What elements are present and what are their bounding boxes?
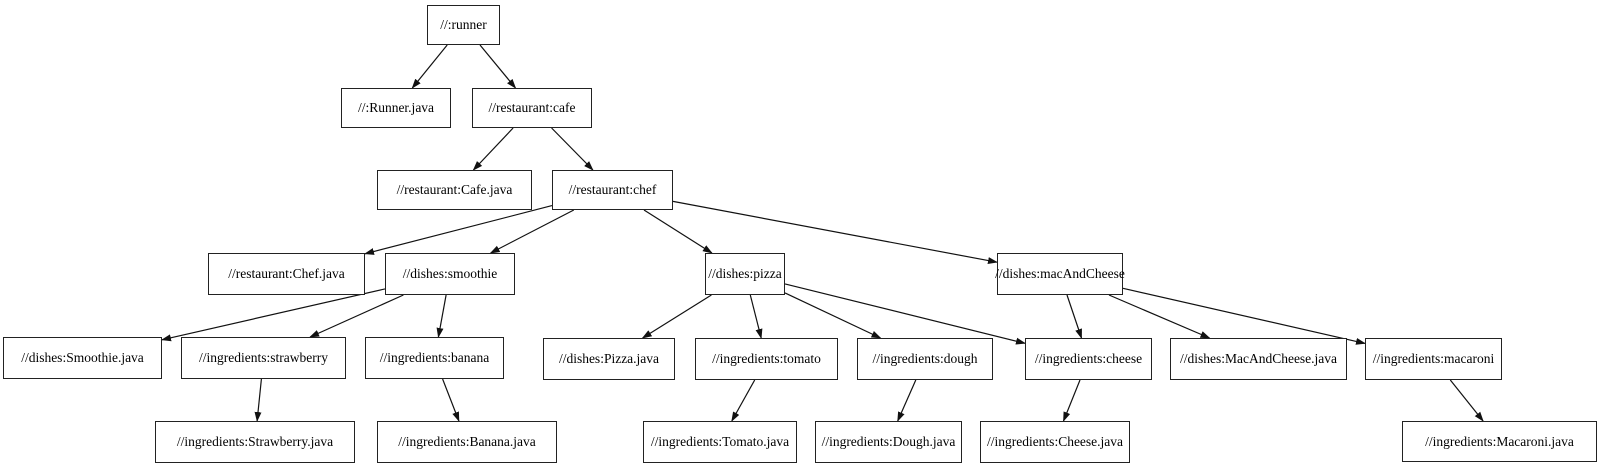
edge-dough-to-dough_java bbox=[897, 379, 917, 422]
graph-node-banana: //ingredients:banana bbox=[365, 337, 504, 379]
edge-cheese-to-cheese_java bbox=[1062, 379, 1081, 422]
graph-node-pizza: //dishes:pizza bbox=[705, 253, 785, 295]
graph-node-pizza_java: //dishes:Pizza.java bbox=[543, 338, 675, 380]
edge-chef-to-smoothie bbox=[489, 209, 575, 254]
graph-node-cheese_java: //ingredients:Cheese.java bbox=[980, 421, 1130, 463]
edge-mac-to-mac_java bbox=[1108, 294, 1211, 339]
graph-node-cafe: //restaurant:cafe bbox=[472, 88, 592, 128]
graph-node-dough: //ingredients:dough bbox=[857, 338, 993, 380]
edge-pizza-to-cheese bbox=[784, 283, 1026, 345]
graph-node-tomato_java: //ingredients:Tomato.java bbox=[643, 421, 797, 463]
edge-mac-to-macaroni bbox=[1122, 287, 1366, 345]
edge-cafe-to-chef bbox=[551, 127, 594, 171]
graph-node-chef_java: //restaurant:Chef.java bbox=[208, 253, 365, 295]
edge-chef-to-pizza bbox=[643, 209, 713, 254]
edge-smoothie-to-strawberry bbox=[309, 294, 404, 338]
edge-banana-to-banana_java bbox=[442, 378, 460, 422]
graph-node-mac_java: //dishes:MacAndCheese.java bbox=[1170, 338, 1347, 380]
edge-pizza-to-pizza_java bbox=[641, 294, 712, 339]
graph-node-smoothie: //dishes:smoothie bbox=[385, 253, 515, 295]
edge-cafe-to-cafe_java bbox=[472, 127, 514, 171]
graph-node-macaroni: //ingredients:macaroni bbox=[1365, 338, 1502, 380]
graph-node-strawberry_java: //ingredients:Strawberry.java bbox=[155, 421, 355, 463]
edge-smoothie-to-banana bbox=[436, 294, 447, 338]
edge-runner-to-runner_java bbox=[411, 44, 448, 89]
edge-group bbox=[161, 44, 1484, 422]
edge-mac-to-cheese bbox=[1066, 294, 1083, 339]
graph-node-macaroni_java: //ingredients:Macaroni.java bbox=[1402, 421, 1597, 462]
edge-chef-to-chef_java bbox=[364, 205, 553, 255]
graph-node-dough_java: //ingredients:Dough.java bbox=[815, 421, 962, 463]
graph-node-banana_java: //ingredients:Banana.java bbox=[377, 421, 557, 463]
graph-node-runner_java: //:Runner.java bbox=[341, 88, 451, 128]
graph-node-tomato: //ingredients:tomato bbox=[695, 338, 838, 380]
graph-node-smoothie_java: //dishes:Smoothie.java bbox=[3, 337, 162, 379]
edge-tomato-to-tomato_java bbox=[731, 379, 756, 422]
edge-macaroni-to-macaroni_java bbox=[1449, 379, 1484, 422]
graph-node-chef: //restaurant:chef bbox=[552, 170, 673, 210]
graph-node-cheese: //ingredients:cheese bbox=[1025, 338, 1152, 380]
edge-pizza-to-tomato bbox=[749, 294, 763, 339]
edge-runner-to-cafe bbox=[479, 44, 517, 89]
edge-strawberry-to-strawberry_java bbox=[254, 378, 262, 422]
graph-node-runner: //:runner bbox=[427, 5, 500, 45]
graph-node-mac: //dishes:macAndCheese bbox=[995, 253, 1125, 295]
edge-pizza-to-dough bbox=[784, 292, 882, 339]
graph-node-strawberry: //ingredients:strawberry bbox=[181, 337, 346, 379]
edge-smoothie-to-smoothie_java bbox=[161, 288, 386, 342]
edge-chef-to-mac bbox=[672, 200, 998, 264]
graph-node-cafe_java: //restaurant:Cafe.java bbox=[377, 170, 532, 210]
